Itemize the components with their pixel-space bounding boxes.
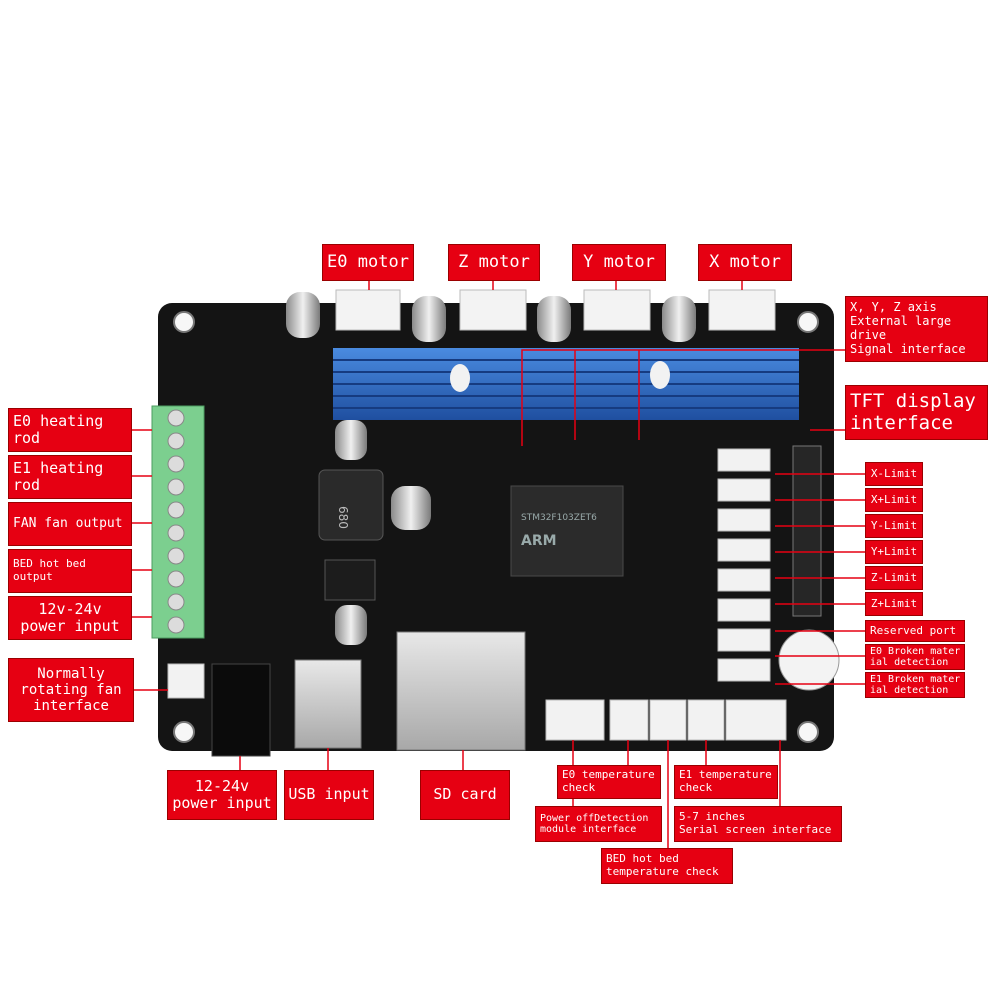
label-e1-temp: E1 temperature check	[674, 765, 778, 799]
bottom-connectors	[545, 699, 787, 741]
label-normal-fan: Normally rotating fan interface	[8, 658, 134, 722]
mcu-chip	[510, 485, 624, 577]
label-x-minus-limit: X-Limit	[865, 462, 923, 486]
mcu-model: STM32F103ZET6	[521, 513, 597, 523]
label-y-plus-limit: Y+Limit	[865, 540, 923, 564]
label-e1-heating: E1 heating rod	[8, 455, 132, 499]
label-y-motor: Y motor	[572, 244, 666, 281]
label-reserved-port: Reserved port	[865, 620, 965, 642]
top-capacitors	[286, 292, 696, 342]
inductor-label: 680	[336, 506, 350, 529]
label-x-plus-limit: X+Limit	[865, 488, 923, 512]
inductor	[318, 469, 384, 541]
terminal-block	[151, 405, 205, 639]
label-power-input-bottom: 12-24v power input	[167, 770, 277, 820]
mounting-holes	[173, 311, 819, 743]
mcu-brand: ARM	[521, 533, 557, 549]
usb-port	[294, 659, 362, 749]
tft-connector	[792, 445, 822, 617]
label-e1-broken: E1 Broken mater ial detection	[865, 672, 965, 698]
label-xyz-axis: X, Y, Z axis External large drive Signal…	[845, 296, 988, 362]
label-bed-output: BED hot bed output	[8, 549, 132, 593]
label-e0-broken: E0 Broken mater ial detection	[865, 644, 965, 670]
label-e0-heating: E0 heating rod	[8, 408, 132, 452]
buzzer	[778, 629, 840, 691]
label-serial-screen: 5-7 inches Serial screen interface	[674, 806, 842, 842]
motor-connectors	[335, 289, 776, 331]
limit-connectors	[717, 448, 771, 682]
heatsink	[333, 348, 799, 420]
label-tft-display: TFT display interface	[845, 385, 988, 440]
regulator	[324, 559, 376, 601]
label-sd-card: SD card	[420, 770, 510, 820]
label-fan-output: FAN fan output	[8, 502, 132, 546]
label-e0-motor: E0 motor	[322, 244, 414, 281]
label-y-minus-limit: Y-Limit	[865, 514, 923, 538]
label-power-off: Power offDetection module interface	[535, 806, 662, 842]
label-power-input-left: 12v-24v power input	[8, 596, 132, 640]
label-z-motor: Z motor	[448, 244, 540, 281]
cap-mid-2	[391, 486, 431, 530]
label-bed-temp: BED hot bed temperature check	[601, 848, 733, 884]
sd-slot	[396, 631, 526, 751]
label-z-plus-limit: Z+Limit	[865, 592, 923, 616]
label-e0-temp: E0 temperature check	[557, 765, 661, 799]
label-x-motor: X motor	[698, 244, 792, 281]
leader-lines	[132, 281, 865, 848]
label-z-minus-limit: Z-Limit	[865, 566, 923, 590]
dc-jack	[211, 663, 271, 757]
cap-mid-1	[335, 420, 367, 460]
label-usb-input: USB input	[284, 770, 374, 820]
fan-connector	[167, 663, 205, 699]
cap-mid-3	[335, 605, 367, 645]
